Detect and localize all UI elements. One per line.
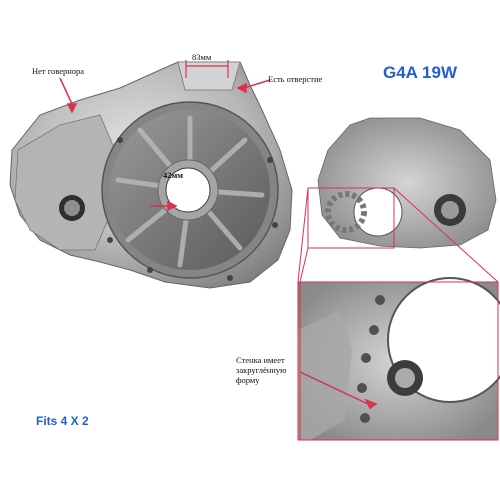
has-hole-label: Есть отверстие [268,74,323,84]
dim-83-bracket [185,60,229,78]
fits-label: Fits 4 X 2 [36,414,89,428]
main-housing [9,61,293,289]
dim-42-label: 42мм [163,170,184,180]
zoom-detail [298,277,500,440]
wall-rounded-label: Стенка имеет закруглённую форму [236,355,286,385]
side-housing [317,117,497,249]
dim-83-label: 83мм [192,52,212,62]
callout-lines [297,187,499,441]
wall-rounded-line-3: форму [236,375,260,385]
wall-rounded-line-2: закруглённую [236,365,287,375]
model-title: G4A 19W [383,63,458,82]
wall-rounded-line-1: Стенка имеет [236,355,285,365]
no-governor-label: Нет говернора [32,66,85,76]
annotation-arrows [59,77,378,410]
